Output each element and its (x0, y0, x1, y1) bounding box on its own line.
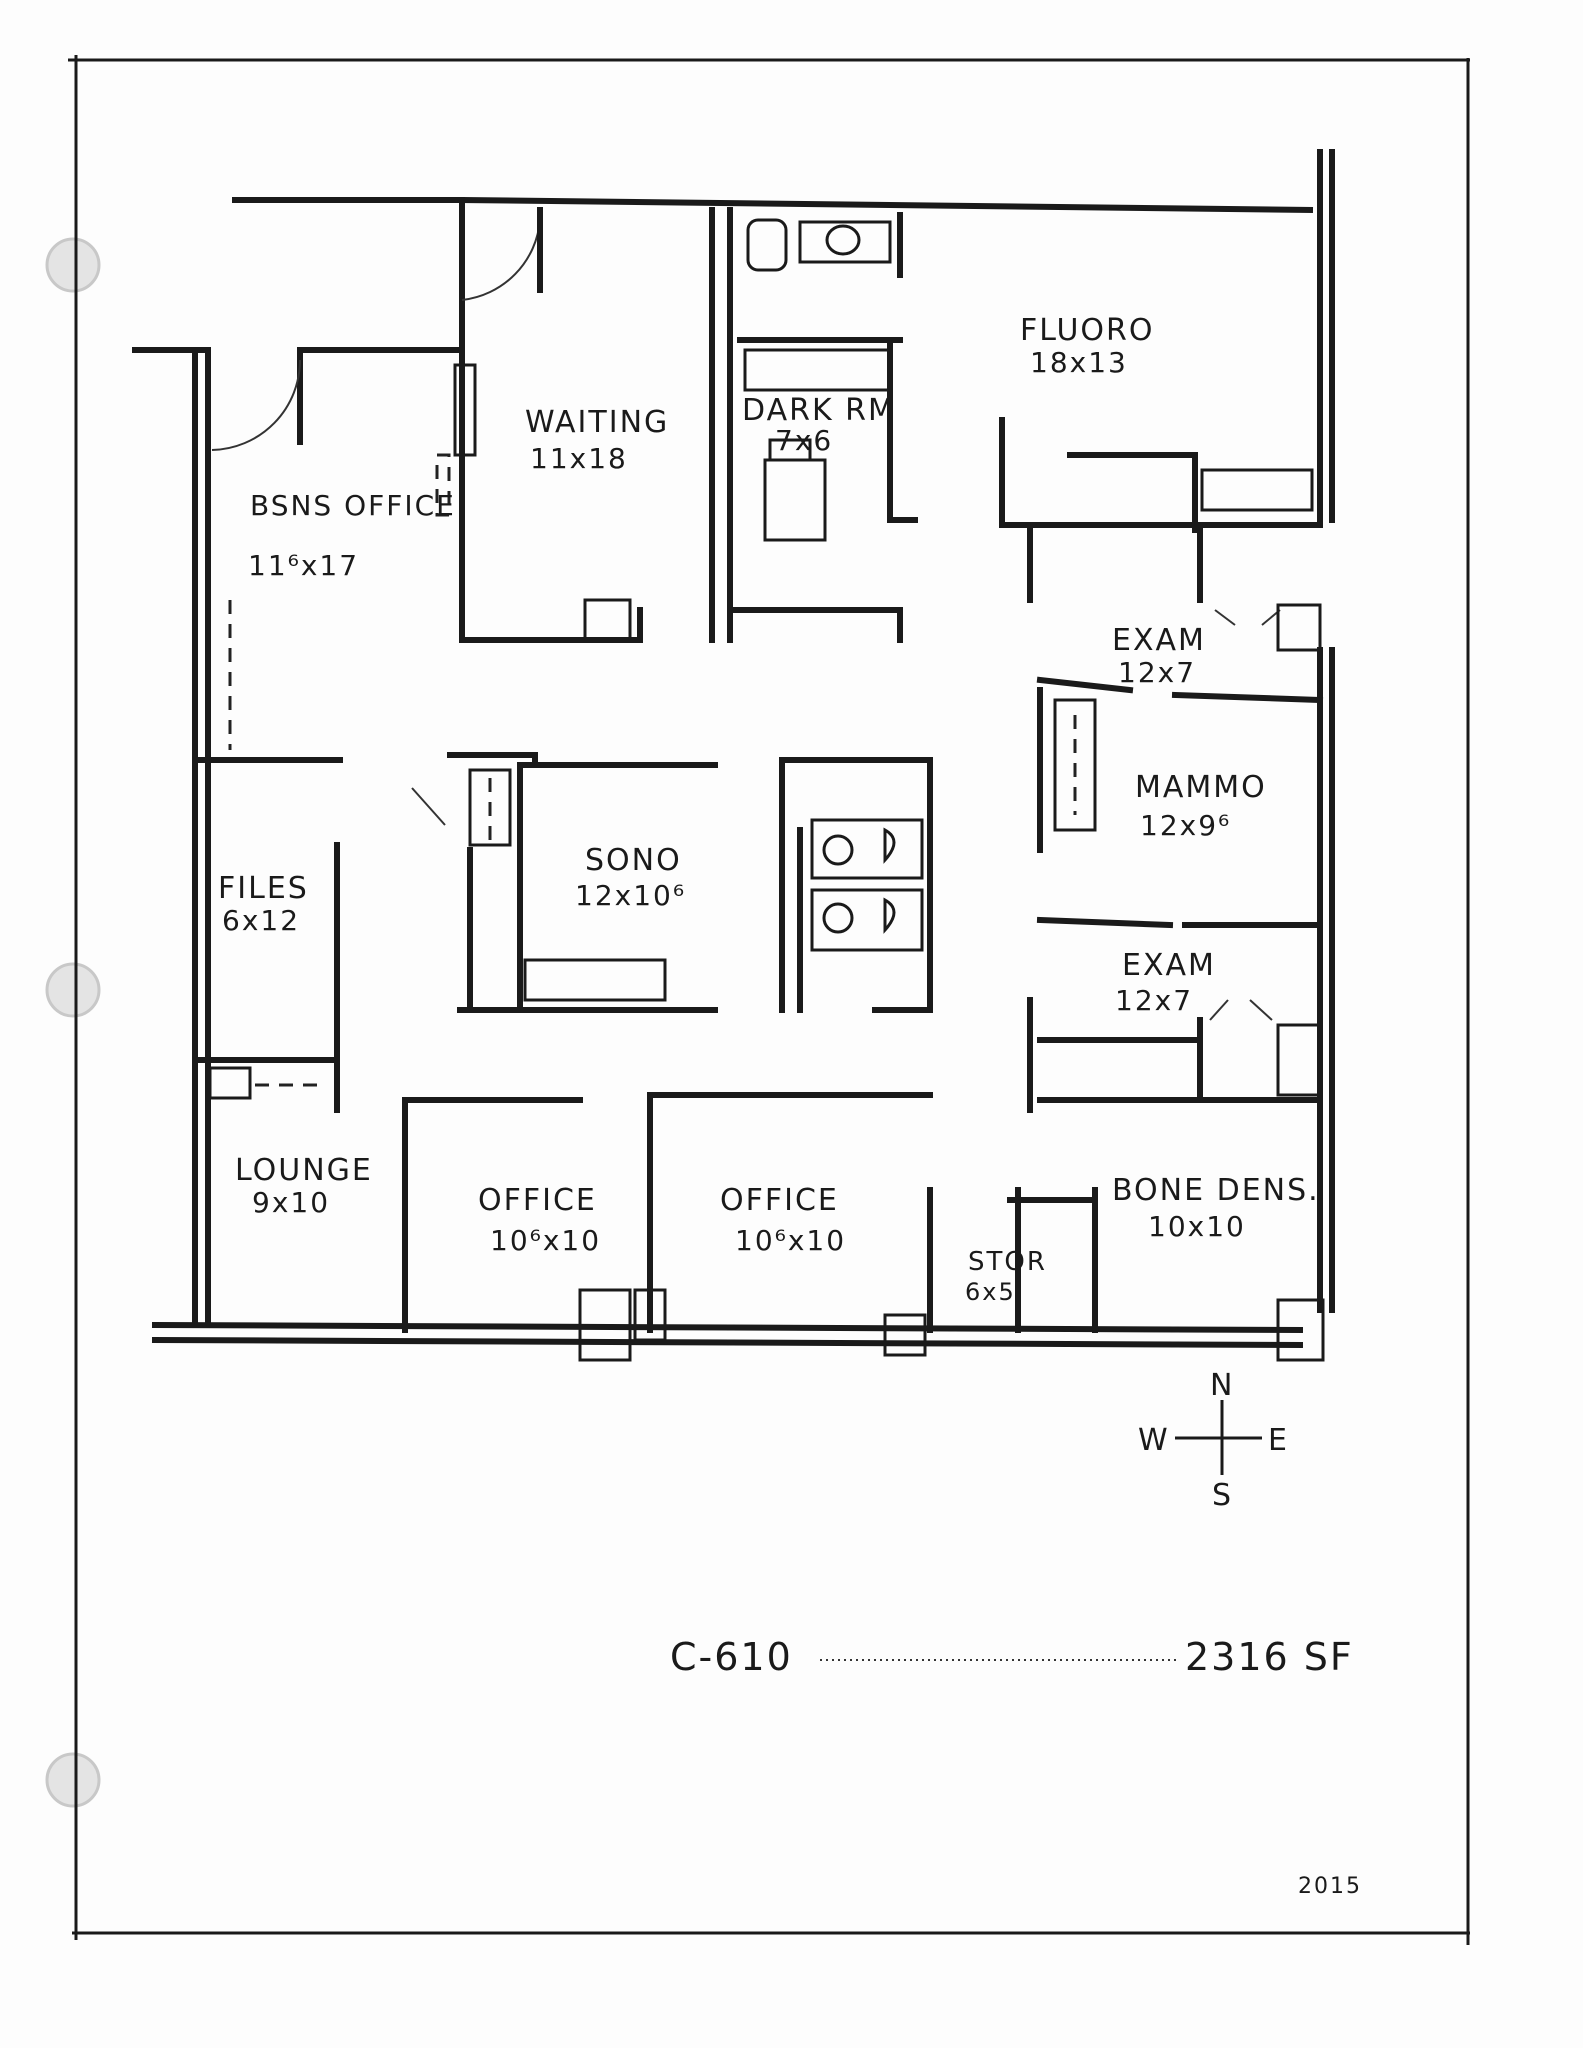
exam-2-walls (1027, 997, 1323, 1113)
room-dims-fluoro: 18x13 (1030, 346, 1128, 379)
drawing-year: 2015 (1298, 1874, 1362, 1899)
room-dims-sono: 12x10⁶ (575, 879, 686, 912)
room-dims-lounge: 9x10 (252, 1186, 330, 1219)
room-dims-exam-1: 12x7 (1118, 656, 1196, 689)
room-dims-waiting: 11x18 (530, 442, 628, 475)
suite-area: 2316 SF (1185, 1635, 1354, 1679)
room-dims-mammo: 12x9⁶ (1140, 809, 1231, 842)
room-name-exam-2: EXAM (1122, 948, 1216, 983)
punch-hole-bottom (45, 1752, 101, 1808)
compass-rose: N S E W (1138, 1368, 1289, 1513)
mammo-walls (1036, 687, 1323, 929)
room-name-files: FILES (218, 871, 309, 906)
room-name-bone-dens: BONE DENS. (1112, 1173, 1320, 1208)
room-dims-office-1: 10⁶x10 (490, 1224, 601, 1257)
room-name-bsns-office: BSNS OFFICE (250, 489, 456, 522)
room-name-mammo: MAMMO (1135, 770, 1267, 805)
room-dims-dark-rm: 7x6 (775, 424, 833, 457)
room-name-office-1: OFFICE (478, 1183, 597, 1218)
room-name-sono: SONO (585, 843, 682, 878)
room-name-waiting: WAITING (525, 405, 669, 440)
office-walls (402, 1092, 1325, 1362)
room-name-fluoro: FLUORO (1020, 313, 1155, 348)
fluoro-room-walls (999, 417, 1323, 533)
room-name-dark-rm: DARK RM (742, 393, 896, 428)
waiting-room-walls (435, 207, 643, 643)
suite-number: C-610 (670, 1635, 793, 1679)
restroom-pair-walls (779, 757, 933, 1013)
room-name-office-2: OFFICE (720, 1183, 839, 1218)
room-dims-bone-dens: 10x10 (1148, 1210, 1246, 1243)
room-dims-files: 6x12 (222, 904, 300, 937)
bsns-office-door (211, 347, 465, 451)
room-dims-office-2: 10⁶x10 (735, 1224, 846, 1257)
compass-east-label: E (1268, 1423, 1289, 1458)
room-dims-exam-2: 12x7 (1115, 984, 1193, 1017)
room-dims-stor: 6x5 (965, 1278, 1016, 1306)
files-walls (197, 600, 343, 1113)
punch-hole-middle (45, 962, 101, 1018)
exterior-walls (132, 149, 1335, 1349)
sono-walls (411, 752, 718, 1013)
exam-1-walls (1027, 522, 1324, 704)
room-dims-bsns-office: 11⁶x17 (248, 549, 359, 582)
dark-room-walls (709, 207, 918, 643)
compass-west-label: W (1138, 1423, 1170, 1458)
compass-south-label: S (1212, 1478, 1233, 1513)
room-name-lounge: LOUNGE (235, 1153, 373, 1188)
room-name-exam-1: EXAM (1112, 623, 1206, 658)
punch-hole-top (45, 237, 101, 293)
room-name-stor: STOR (968, 1247, 1047, 1277)
sheet-border (68, 55, 1470, 1945)
compass-north-label: N (1210, 1368, 1234, 1403)
